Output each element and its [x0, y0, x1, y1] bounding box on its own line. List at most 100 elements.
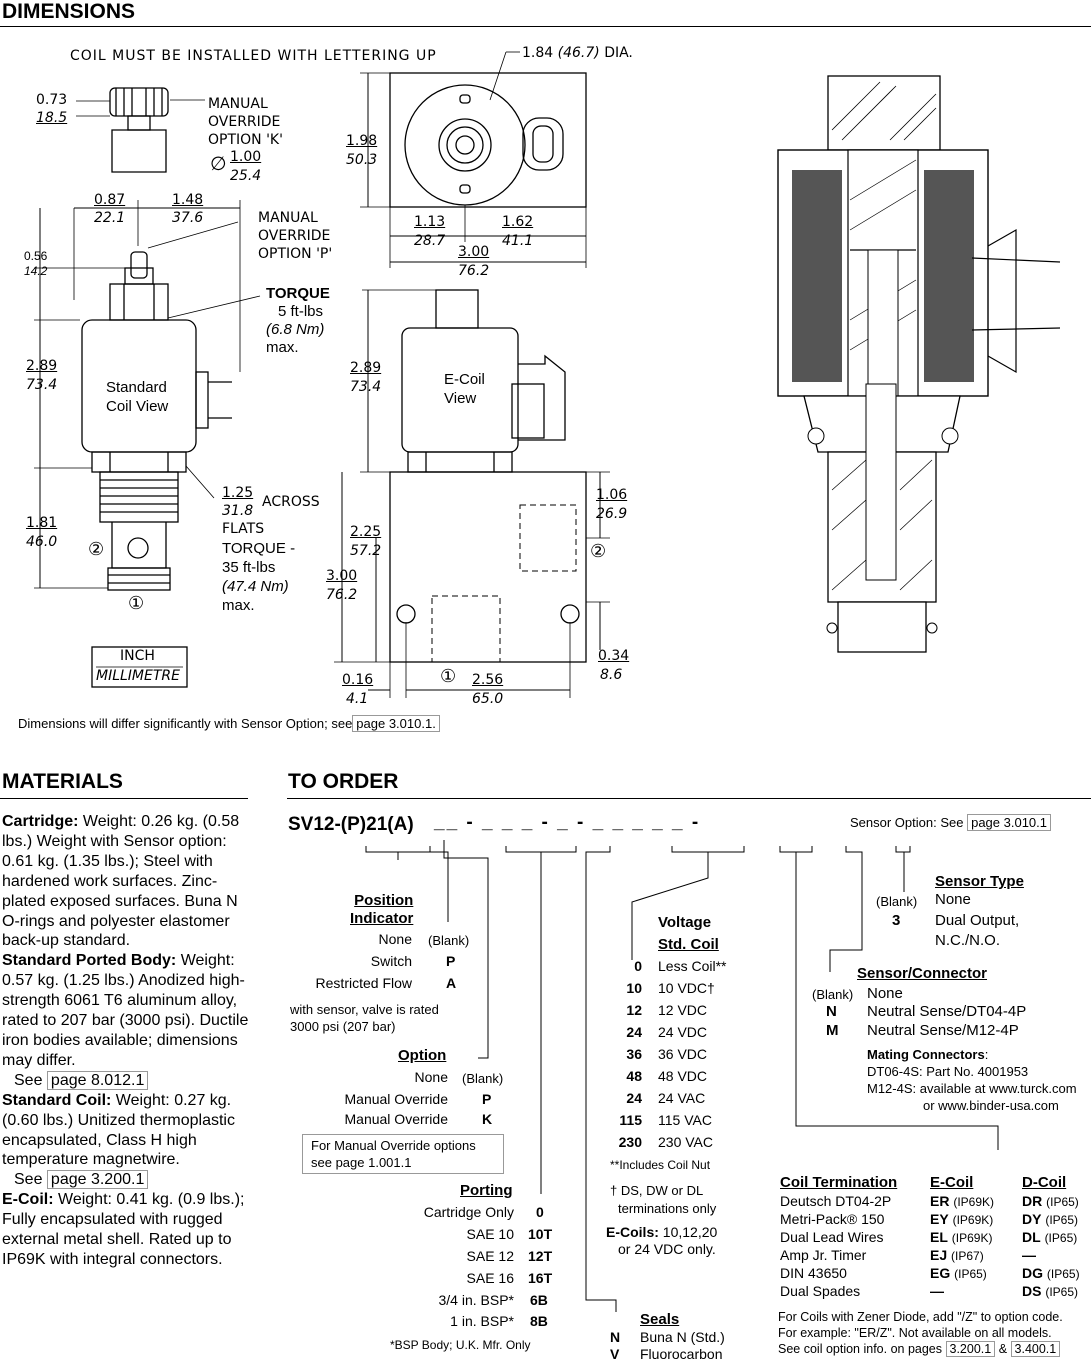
- opt-code-p: P: [482, 1091, 492, 1107]
- dia-mm: (46.7): [557, 45, 600, 61]
- sensor-type-code-1: 3: [892, 912, 901, 929]
- ct-d-code-5: DS: [1022, 1283, 1042, 1299]
- materials-list: Cartridge: Weight: 0.26 kg. (0.58 lbs.) …: [2, 812, 252, 1270]
- e-coil-label: E-Coil View: [444, 370, 485, 408]
- manifold-body: [389, 471, 587, 663]
- dim-734: 73.4: [26, 377, 58, 393]
- port-1-marker: ①: [128, 593, 145, 613]
- zener-line2: For example: "ER/Z". Not available on al…: [778, 1326, 1052, 1340]
- ct-d-code-0: DR: [1022, 1193, 1043, 1209]
- dim-572: 57.2: [350, 543, 382, 559]
- ct-e-code-0: ER: [930, 1193, 950, 1209]
- dim-503: 50.3: [346, 152, 378, 168]
- port-2-marker-body: ②: [590, 541, 607, 561]
- volt-label-1: 10 VDC†: [658, 980, 715, 996]
- materials-heading: MATERIALS: [2, 770, 123, 793]
- body-text: Weight: 0.57 kg. (1.25 lbs.) Anodized hi…: [2, 952, 249, 1069]
- manual-override-k-label: MANUAL OVERRIDE OPTION 'K': [208, 95, 283, 149]
- zener-page1-link[interactable]: 3.200.1: [945, 1341, 996, 1357]
- ct-name-5: Dual Spades: [780, 1283, 861, 1299]
- dim-113: 1.13: [414, 214, 446, 230]
- port-row-5: 1 in. BSP*: [450, 1313, 514, 1329]
- volt-label-4: 36 VDC: [658, 1046, 708, 1062]
- pos-row-restricted: Restricted Flow: [315, 975, 412, 991]
- mo-k-line2: OVERRIDE: [208, 114, 281, 130]
- e-coils-text2: or 24 VDC only.: [618, 1241, 716, 1257]
- ecoil-line1: E-Coil: [444, 371, 485, 388]
- volt-code-0: 0: [634, 958, 642, 974]
- mating-line3: or www.binder-usa.com: [923, 1098, 1059, 1113]
- voltage-subtitle: Std. Coil: [658, 936, 719, 953]
- dim-225: 2.25: [350, 524, 382, 540]
- zener-page2-link[interactable]: 3.400.1: [1010, 1341, 1061, 1357]
- ct-e-code-4: EG: [930, 1265, 951, 1281]
- order-code: SV12-(P)21(A): [288, 814, 414, 835]
- ct-d-ip-4: (IP65): [1046, 1267, 1080, 1281]
- ct-d-code-4: DG: [1022, 1265, 1043, 1281]
- mating-line1: DT06-4S: Part No. 4001953: [867, 1064, 1029, 1079]
- ecoil-entry: E-Coil: Weight: 0.41 kg. (0.9 lbs.); Ful…: [2, 1190, 252, 1270]
- coil-page-link[interactable]: page 3.200.1: [46, 1170, 149, 1190]
- dia-label: DIA.: [604, 45, 633, 61]
- seal-code-v: V: [610, 1346, 620, 1362]
- volt-code-8: 230: [618, 1134, 642, 1150]
- torque-5-label: TORQUE 5 ft-lbs (6.8 Nm) max.: [266, 285, 330, 357]
- ct-d-2: DL (IP65): [1022, 1229, 1077, 1245]
- dia-value: 1.84: [522, 45, 554, 61]
- port-code-5: 8B: [530, 1313, 548, 1329]
- zener-note: For Coils with Zener Diode, add "/Z" to …: [778, 1309, 1063, 1357]
- sensor-option-link[interactable]: page 3.010.1: [967, 814, 1051, 831]
- ct-name-1: Metri-Pack® 150: [780, 1211, 885, 1227]
- dim-411: 41.1: [502, 233, 534, 249]
- ct-e-code-1: EY: [930, 1211, 949, 1227]
- torque-35-line1: TORQUE -: [222, 540, 296, 557]
- across-label: ACROSS: [262, 494, 320, 510]
- dim-087: 0.87: [94, 192, 126, 208]
- coil-see: See page 3.200.1: [2, 1170, 252, 1190]
- heading-rule: [0, 26, 1091, 27]
- dim-86: 8.6: [600, 667, 623, 683]
- port-code-0: 0: [536, 1204, 544, 1220]
- sc-label-0: None: [867, 985, 903, 1002]
- cartridge-entry: Cartridge: Weight: 0.26 kg. (0.58 lbs.) …: [2, 812, 252, 951]
- ct-d-code-2: DL: [1022, 1229, 1041, 1245]
- e-coils-note: E-Coils: 10,12,20 or 24 VDC only.: [606, 1224, 717, 1258]
- zener-line1: For Coils with Zener Diode, add "/Z" to …: [778, 1310, 1063, 1324]
- sensor-page-link[interactable]: page 3.010.1.: [352, 715, 440, 732]
- body-page-link[interactable]: page 8.012.1: [46, 1070, 149, 1090]
- cartridge-text: Weight: 0.26 kg. (0.58 lbs.) Weight with…: [2, 813, 240, 950]
- dim-41: 4.1: [346, 691, 369, 707]
- ct-name-3: Amp Jr. Timer: [780, 1247, 867, 1263]
- top-view-body: [389, 72, 587, 208]
- dim-073: 0.73: [36, 92, 68, 108]
- unit-inch: INCH: [120, 648, 155, 664]
- sensor-type-label-0: None: [935, 891, 971, 908]
- ct-e-code-3: EJ: [930, 1247, 948, 1263]
- port-row-0: Cartridge Only: [423, 1204, 514, 1220]
- porting-title: Porting: [460, 1182, 513, 1199]
- port-code-2: 12T: [528, 1248, 553, 1264]
- cross-section-view: [777, 75, 1061, 653]
- manual-override-note: For Manual Override options see page 1.0…: [302, 1134, 504, 1174]
- dim-318: 31.8: [222, 503, 254, 519]
- ct-e-code-5: —: [930, 1283, 944, 1299]
- port-1-marker-body: ①: [440, 666, 457, 686]
- dim-762b: 76.2: [326, 587, 358, 603]
- voltage-title: Voltage: [658, 914, 712, 931]
- std-coil-line1: Standard: [106, 379, 167, 396]
- dim-762: 76.2: [458, 263, 490, 279]
- ct-e-ip-0: (IP69K): [953, 1195, 995, 1209]
- unit-millimetre: MILLIMETRE: [96, 668, 180, 684]
- dim-734b: 73.4: [350, 379, 382, 395]
- e-coils-title: E-Coils:: [606, 1224, 659, 1240]
- volt-code-5: 48: [626, 1068, 642, 1084]
- mo-note-line2: see page 1.001.1: [311, 1155, 412, 1170]
- manual-override-p-label: MANUAL OVERRIDE OPTION 'P': [258, 209, 332, 263]
- torque-35-line2: 35 ft-lbs: [222, 559, 276, 576]
- dim-142: 14.2: [24, 264, 48, 278]
- position-indicator-title: Position Indicator: [350, 892, 413, 928]
- body-title: Standard Ported Body:: [2, 952, 177, 970]
- dim-056: 0.56: [24, 249, 48, 263]
- sc-code-2: M: [826, 1022, 839, 1039]
